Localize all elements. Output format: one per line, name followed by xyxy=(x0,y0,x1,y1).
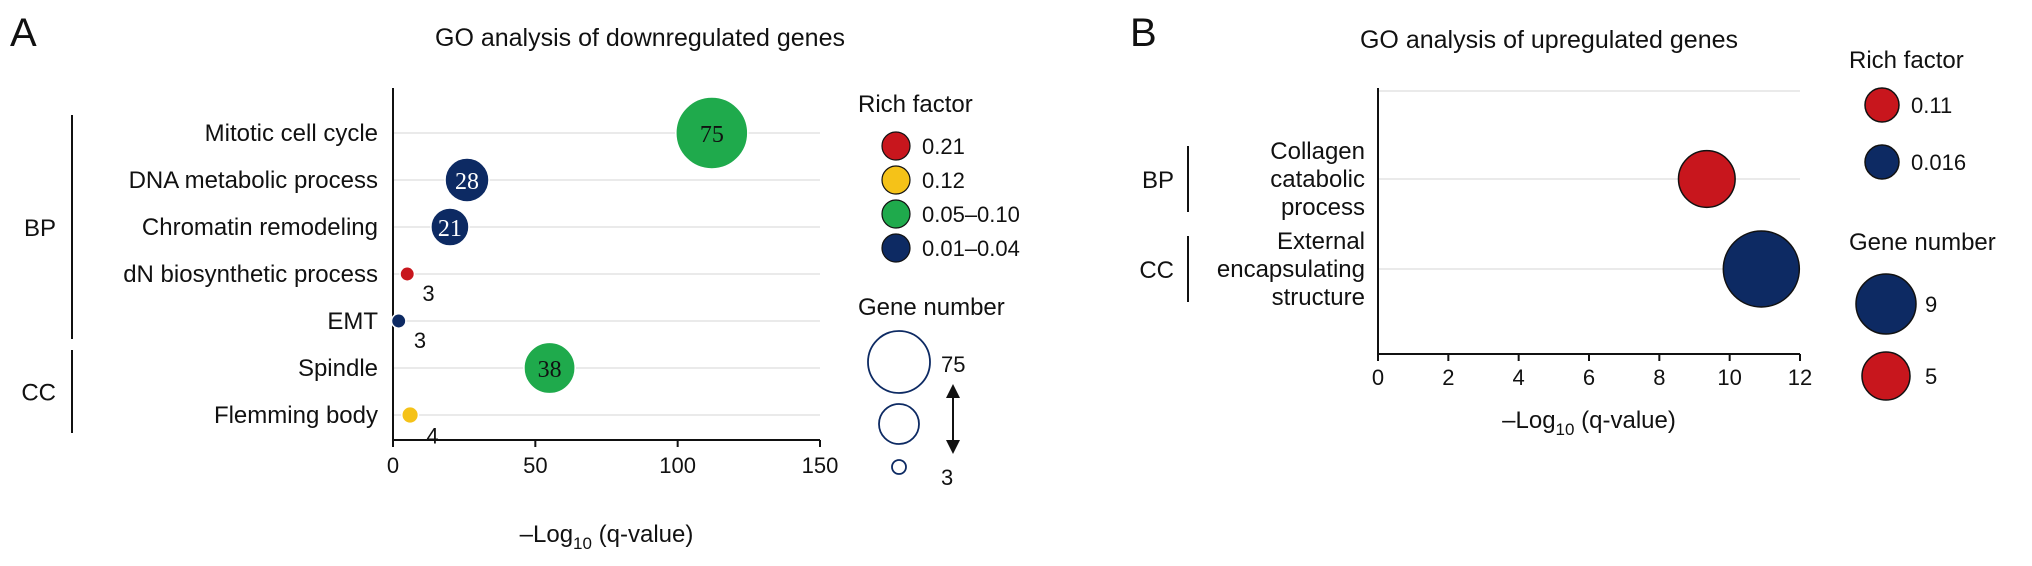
x-tick-label-b-6: 12 xyxy=(1788,365,1812,390)
legend-size-arrow-up-a xyxy=(946,384,960,398)
group-label-b-0: BP xyxy=(1142,167,1174,194)
bubble-value-a-5: 38 xyxy=(538,357,562,383)
group-label-b-1: CC xyxy=(1139,257,1174,284)
legend-color-swatch-a-0 xyxy=(881,131,911,161)
x-axis-label-b-rest: (q-value) xyxy=(1574,407,1675,434)
x-axis-label-a: –Log10 (q-value) xyxy=(520,521,694,553)
x-tick-label-a-0: 0 xyxy=(387,453,399,478)
bubble-a-5 xyxy=(523,341,576,395)
bubble-a-6 xyxy=(401,405,420,425)
bubble-value-a-3: 3 xyxy=(422,281,434,306)
x-tick-label-a-1: 50 xyxy=(523,453,547,478)
legend-color-title-b: Rich factor xyxy=(1849,47,1964,74)
category-label-b-0-2: process xyxy=(1281,194,1365,221)
x-tick-label-b-2: 4 xyxy=(1513,365,1525,390)
x-tick-label-b-3: 6 xyxy=(1583,365,1595,390)
bubble-b-1 xyxy=(1722,230,1801,308)
legend-color-label-a-2: 0.05–0.10 xyxy=(922,202,1020,227)
legend-color-swatch-b-0 xyxy=(1864,87,1900,123)
legend-size-title-b: Gene number xyxy=(1849,229,1996,256)
panel-letter-a: A xyxy=(10,11,37,55)
bubble-value-a-2: 21 xyxy=(438,216,462,242)
bubble-a-4 xyxy=(390,313,407,329)
legend-color-label-b-1: 0.016 xyxy=(1911,150,1966,175)
x-axis-label-a-main: –Log xyxy=(520,521,573,548)
x-tick-label-b-1: 2 xyxy=(1442,365,1454,390)
legend-color-label-b-0: 0.11 xyxy=(1911,93,1952,118)
category-label-b-1-2: structure xyxy=(1272,284,1365,311)
legend-color-label-a-0: 0.21 xyxy=(922,134,965,159)
panel-letter-b: B xyxy=(1130,11,1157,55)
category-label-a-6: Flemming body xyxy=(214,402,378,429)
bubble-a-1 xyxy=(444,157,490,203)
x-tick-label-b-0: 0 xyxy=(1372,365,1384,390)
x-axis-label-a-sub: 10 xyxy=(573,534,592,553)
bubble-value-a-0: 75 xyxy=(700,122,724,148)
legend-size-title-a: Gene number xyxy=(858,294,1005,321)
category-label-a-3: dN biosynthetic process xyxy=(123,261,378,288)
legend-color-swatch-b-1 xyxy=(1864,144,1900,180)
category-label-b-0-1: catabolic xyxy=(1270,166,1365,193)
category-label-a-2: Chromatin remodeling xyxy=(142,214,378,241)
x-tick-label-a-3: 150 xyxy=(802,453,839,478)
x-axis-label-a-rest: (q-value) xyxy=(592,521,693,548)
legend-size-label-b-1: 5 xyxy=(1925,364,1937,389)
x-tick-label-b-4: 8 xyxy=(1653,365,1665,390)
x-axis-label-b-main: –Log xyxy=(1502,407,1555,434)
legend-size-circle-b-1 xyxy=(1861,351,1911,401)
category-label-b-0-0: Collagen xyxy=(1270,138,1365,165)
x-axis-label-b-sub: 10 xyxy=(1556,420,1575,439)
legend-size-arrow-down-a xyxy=(946,440,960,454)
category-label-a-4: EMT xyxy=(327,308,378,335)
chart-a: 0 50 100 150 –Log10 (q-value) Mitotic cell cy… xyxy=(21,88,1020,553)
category-label-b-1-0: External xyxy=(1277,228,1365,255)
bubble-a-2 xyxy=(430,207,470,247)
legend-color-swatch-a-2 xyxy=(881,199,911,229)
legend-size-circle-a-2 xyxy=(891,459,907,475)
bubble-value-a-6: 4 xyxy=(426,423,438,448)
category-label-a-5: Spindle xyxy=(298,355,378,382)
legend-color-swatch-a-3 xyxy=(881,233,911,263)
legend-size-circle-a-1 xyxy=(878,403,920,445)
bubble-value-a-1: 28 xyxy=(455,169,479,195)
group-label-a-1: CC xyxy=(21,380,56,407)
chart-b-title: GO analysis of upregulated genes xyxy=(1360,26,1738,54)
legend-color-label-a-1: 0.12 xyxy=(922,168,965,193)
legend-color-label-a-3: 0.01–0.04 xyxy=(922,236,1020,261)
legend-size-label-a-0: 75 xyxy=(941,352,965,377)
x-tick-label-a-2: 100 xyxy=(659,453,696,478)
legend-size-label-a-2: 3 xyxy=(941,465,953,490)
x-tick-label-b-5: 10 xyxy=(1717,365,1741,390)
legend-size-circle-a-0 xyxy=(867,330,931,394)
category-label-a-0: Mitotic cell cycle xyxy=(205,120,378,147)
x-axis-label-b: –Log10 (q-value) xyxy=(1502,407,1676,439)
legend-color-swatch-a-1 xyxy=(881,165,911,195)
bubble-a-0 xyxy=(675,96,749,170)
bubble-a-3 xyxy=(399,266,416,282)
chart-a-title: GO analysis of downregulated genes xyxy=(435,24,845,52)
legend-size-circle-b-0 xyxy=(1855,273,1917,335)
category-label-a-1: DNA metabolic process xyxy=(129,167,378,194)
legend-size-label-b-0: 9 xyxy=(1925,292,1937,317)
category-label-b-1-1: encapsulating xyxy=(1217,256,1365,283)
group-label-a-0: BP xyxy=(24,215,56,242)
bubble-value-a-4: 3 xyxy=(414,328,426,353)
bubble-b-0 xyxy=(1677,149,1736,209)
legend-color-title-a: Rich factor xyxy=(858,91,973,118)
